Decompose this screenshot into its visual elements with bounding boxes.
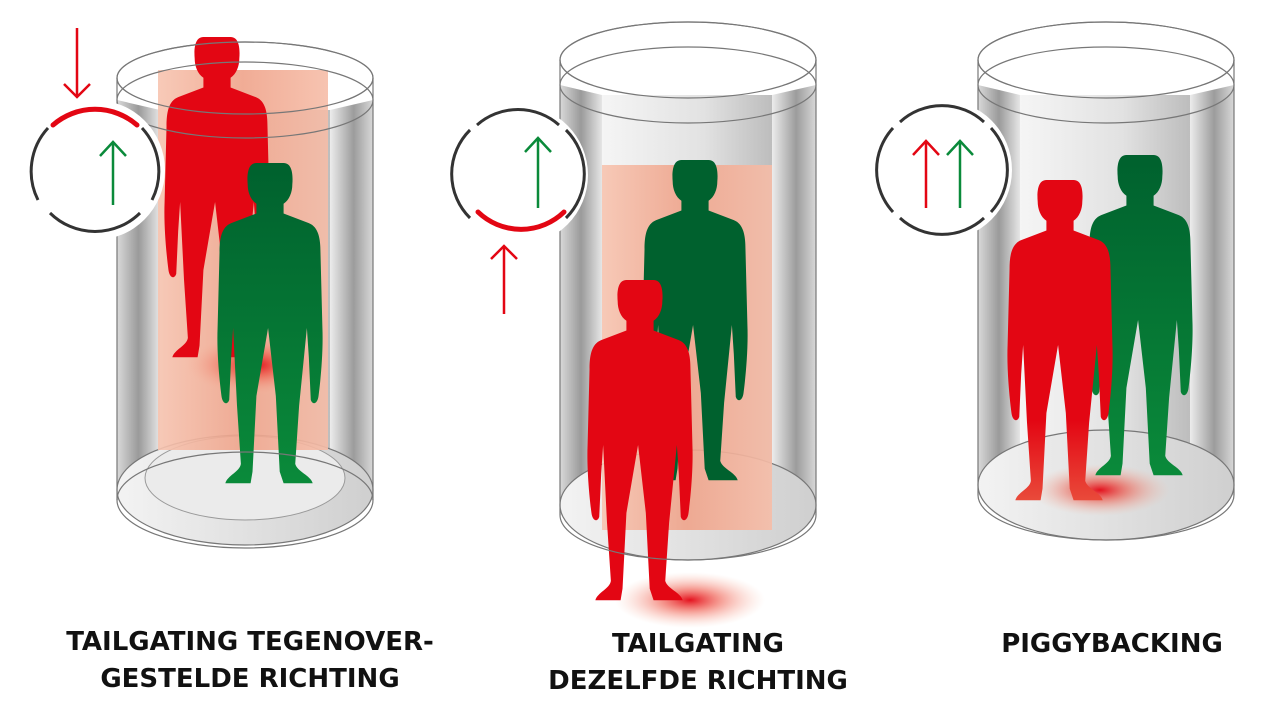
caption-line-1: TAILGATING — [611, 629, 785, 659]
caption-tailgating-same: TAILGATING DEZELFDE RICHTING — [518, 626, 878, 700]
opposite-direction-icon — [25, 28, 165, 240]
panel-tailgating-opposite — [25, 28, 374, 549]
panel-tailgating-same — [448, 21, 817, 628]
caption-line-1: TAILGATING TEGENOVER- — [66, 627, 434, 657]
same-direction-icon — [448, 105, 588, 314]
caption-line-2: DEZELFDE RICHTING — [548, 666, 848, 696]
caption-line-1: PIGGYBACKING — [1001, 629, 1223, 659]
caption-piggybacking: PIGGYBACKING — [962, 626, 1262, 663]
caption-line-2: GESTELDE RICHTING — [100, 664, 400, 694]
parallel-direction-icon — [872, 100, 1012, 240]
caption-tailgating-opposite: TAILGATING TEGENOVER- GESTELDE RICHTING — [40, 624, 460, 698]
panel-piggybacking — [872, 21, 1235, 541]
